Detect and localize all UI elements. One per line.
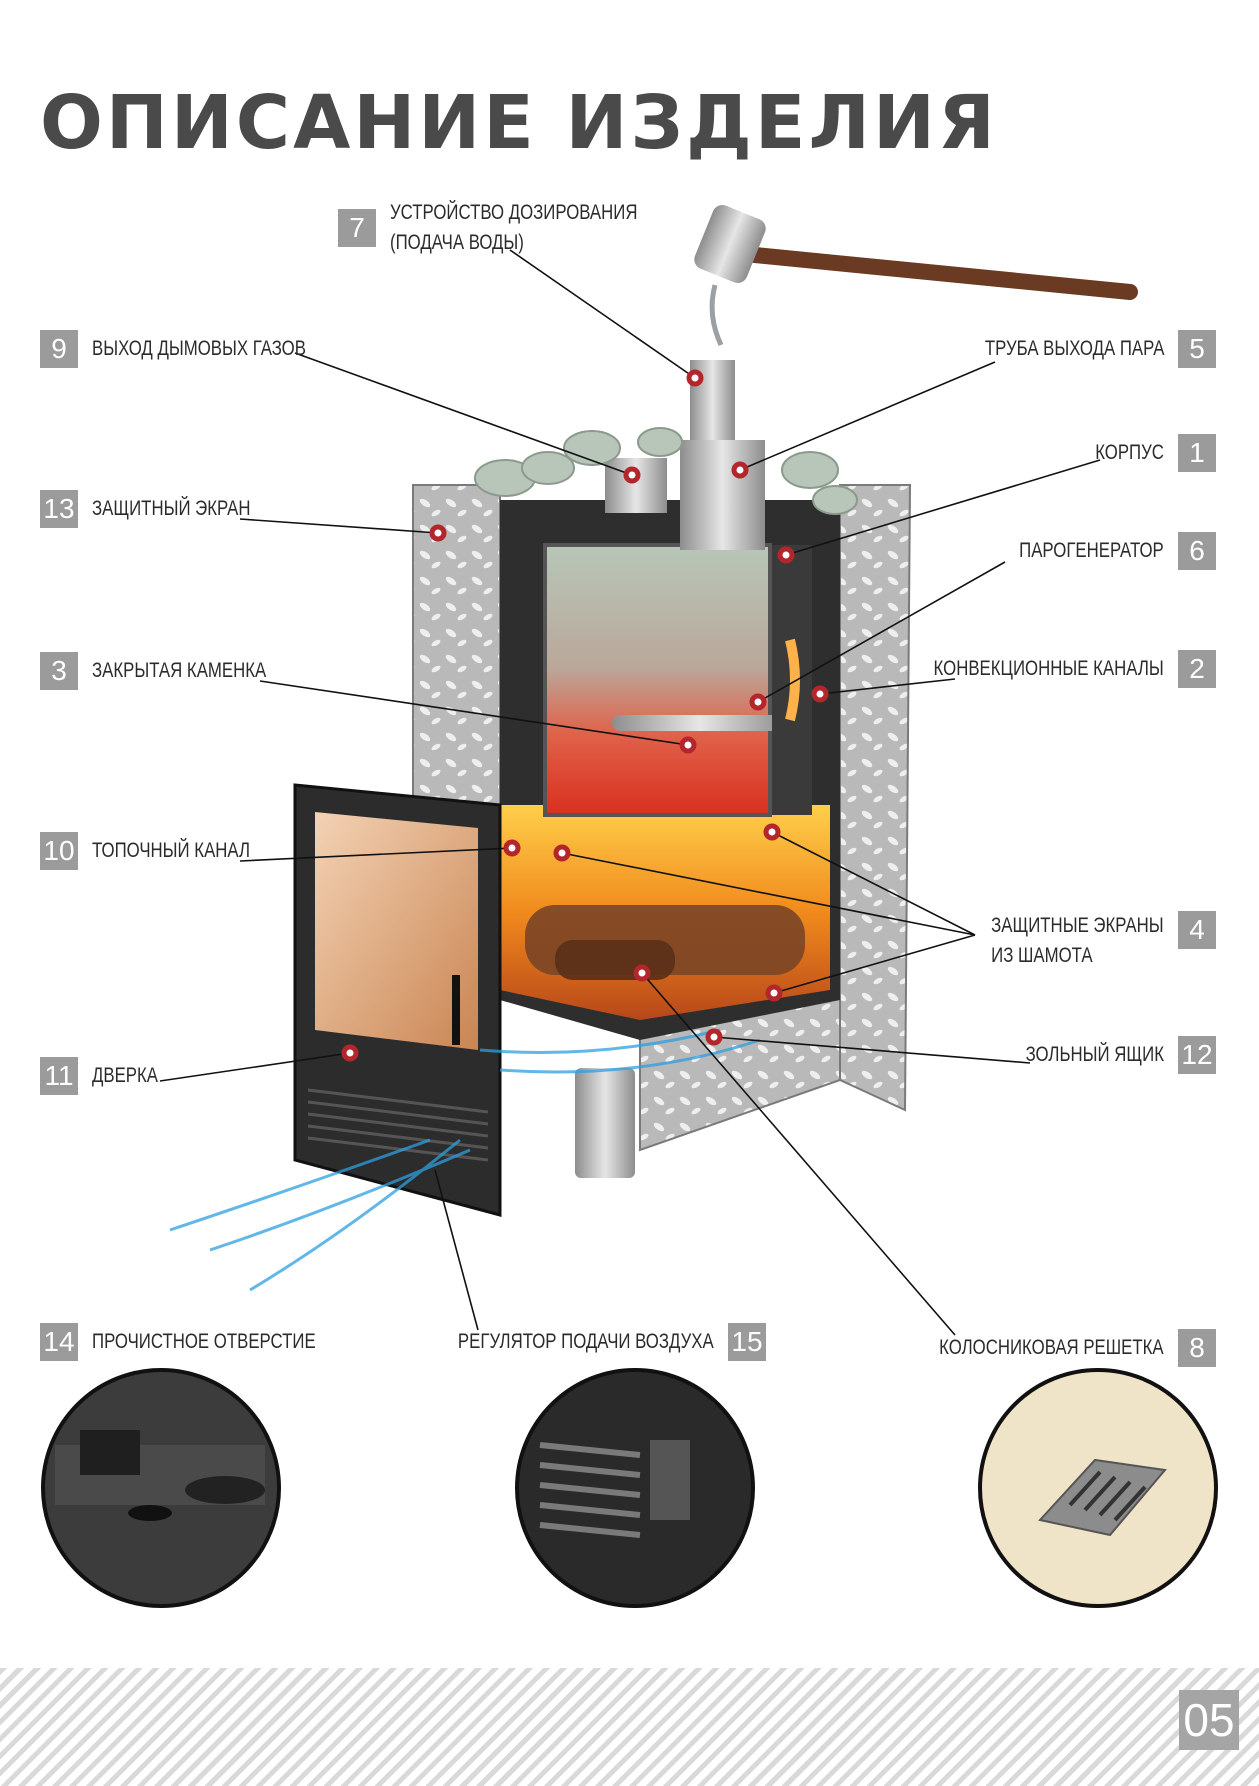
flue-outlet	[605, 458, 667, 513]
lace-panel-right	[839, 484, 912, 1112]
callout-14: 14 ПРОЧИСТНОЕ ОТВЕРСТИЕ	[40, 1323, 372, 1361]
callout-text: КОНВЕКЦИОННЫЕ КАНАЛЫ	[933, 656, 1164, 680]
callout-number: 10	[40, 832, 78, 870]
callout-number: 12	[1178, 1036, 1216, 1074]
callout-number: 9	[40, 330, 78, 368]
callout-13: 13 ЗАЩИТНЫЙ ЭКРАН	[40, 490, 290, 528]
callout-3: 3 ЗАКРЫТАЯ КАМЕНКА	[40, 652, 310, 690]
callout-12: 12 ЗОЛЬНЫЙ ЯЩИК	[991, 1036, 1216, 1074]
callout-2: 2 КОНВЕКЦИОННЫЕ КАНАЛЫ	[876, 650, 1216, 688]
callout-number: 2	[1178, 650, 1216, 688]
callout-text: ПАРОГЕНЕРАТОР	[1019, 538, 1164, 562]
airflow	[169, 1028, 761, 1292]
ash-drawer	[575, 1068, 635, 1178]
ladle-handle	[747, 247, 1138, 300]
callout-15: 15 РЕГУЛЯТОР ПОДАЧИ ВОЗДУХА	[394, 1323, 766, 1361]
callout-1: 1 КОРПУС	[1078, 434, 1216, 472]
callout-9: 9 ВЫХОД ДЫМОВЫХ ГАЗОВ	[40, 330, 359, 368]
callout-number: 15	[728, 1323, 766, 1361]
callout-text: ЗОЛЬНЫЙ ЯЩИК	[1025, 1042, 1164, 1066]
lace-panel-left	[412, 484, 501, 821]
callout-text: КОРПУС	[1095, 440, 1164, 464]
callout-text: ЗАКРЫТАЯ КАМЕНКА	[92, 658, 267, 682]
callout-text: РЕГУЛЯТОР ПОДАЧИ ВОЗДУХА	[458, 1329, 714, 1353]
callout-text: ПРОЧИСТНОЕ ОТВЕРСТИЕ	[92, 1329, 316, 1353]
callout-text: УСТРОЙСТВО ДОЗИРОВАНИЯ(ПОДАЧА ВОДЫ)	[390, 201, 638, 255]
footer-stripes	[0, 1668, 1259, 1786]
callout-number: 3	[40, 652, 78, 690]
callout-text: ВЫХОД ДЫМОВЫХ ГАЗОВ	[92, 336, 306, 360]
ladle-cup	[694, 205, 766, 283]
stone-chamber	[543, 543, 772, 817]
markers	[341, 369, 829, 1062]
callout-text: ТРУБА ВЫХОДА ПАРА	[984, 336, 1164, 360]
page-title: ОПИСАНИЕ ИЗДЕЛИЯ	[40, 79, 998, 166]
callout-11: 11 ДВЕРКА	[40, 1057, 174, 1095]
callout-8: 8 КОЛОСНИКОВАЯ РЕШЕТКА	[883, 1329, 1216, 1367]
callout-number: 5	[1178, 330, 1216, 368]
callout-text: ДВЕРКА	[92, 1063, 158, 1087]
detail-circle-15	[515, 1368, 755, 1608]
leader-lines	[159, 249, 1101, 1336]
callout-number: 8	[1178, 1329, 1216, 1367]
callout-number: 1	[1178, 434, 1216, 472]
steam-pipe	[680, 440, 765, 550]
callout-text: ТОПОЧНЫЙ КАНАЛ	[92, 838, 251, 862]
callout-text: КОЛОСНИКОВАЯ РЕШЕТКА	[939, 1335, 1165, 1359]
callout-5: 5 ТРУБА ВЫХОДА ПАРА	[940, 330, 1216, 368]
detail-circle-14	[41, 1368, 281, 1608]
page-number: 05	[1179, 1690, 1239, 1750]
callout-number: 7	[338, 209, 376, 248]
callout-6: 6 ПАРОГЕНЕРАТОР	[983, 532, 1216, 570]
callout-number: 14	[40, 1323, 78, 1361]
callout-text: ЗАЩИТНЫЙ ЭКРАН	[92, 496, 251, 520]
callout-number: 6	[1178, 532, 1216, 570]
detail-circle-8	[978, 1368, 1218, 1608]
callout-number: 13	[40, 490, 78, 528]
callout-7: 7 УСТРОЙСТВО ДОЗИРОВАНИЯ(ПОДАЧА ВОДЫ)	[338, 198, 699, 259]
callout-number: 11	[40, 1057, 78, 1095]
callout-number: 4	[1178, 911, 1216, 949]
callout-10: 10 ТОПОЧНЫЙ КАНАЛ	[40, 832, 290, 870]
